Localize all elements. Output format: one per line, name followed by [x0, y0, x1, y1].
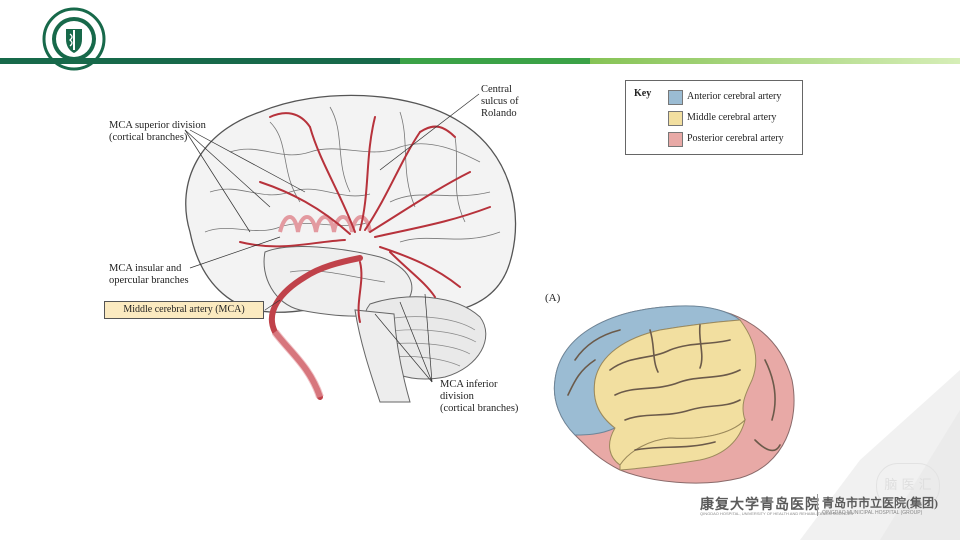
lateral-brain-illustration [184, 93, 517, 403]
key-label-middle: Middle cerebral artery [687, 112, 777, 123]
label-sulcus-line2: sulcus of [481, 96, 519, 107]
header-band-mid [400, 58, 590, 64]
footer-hospital-group: 青岛市市立医院(集团) [822, 496, 938, 510]
label-central-sulcus: Central sulcus of Rolando [481, 84, 519, 120]
label-inferior-line1: MCA inferior [440, 379, 498, 390]
territory-key: Key Anterior cerebral artery Middle cere… [625, 80, 803, 155]
key-title: Key [634, 88, 652, 99]
territory-brain-map [553, 305, 795, 484]
label-inferior-division: MCA inferior division (cortical branches… [440, 379, 518, 415]
hospital-logo-icon [42, 7, 106, 71]
swatch-middle [668, 111, 683, 126]
footer-divider [817, 494, 818, 516]
swatch-posterior [668, 132, 683, 147]
label-inferior-line3: (cortical branches) [440, 403, 519, 414]
swatch-anterior [668, 90, 683, 105]
panel-label: (A) [545, 292, 561, 304]
label-sulcus-line3: Rolando [481, 108, 517, 119]
footer-hospital-subtitle: QINGDAO HOSPITAL, UNIVERSITY OF HEALTH A… [700, 511, 854, 516]
label-superior-line1: MCA superior division [109, 120, 206, 131]
header-band-light [590, 58, 960, 64]
label-superior-division: MCA superior division (cortical branches… [109, 120, 206, 144]
label-superior-line2: (cortical branches) [109, 132, 188, 143]
label-middle-cerebral-artery: Middle cerebral artery (MCA) [104, 301, 264, 319]
footer-hospital-name: 康复大学青岛医院 [700, 498, 820, 513]
label-insular-line1: MCA insular and [109, 263, 182, 274]
header-band-dark [0, 58, 400, 64]
label-insular-line2: opercular branches [109, 275, 189, 286]
key-label-posterior: Posterior cerebral artery [687, 133, 784, 144]
label-inferior-line2: division [440, 391, 474, 402]
footer-hospital-group-subtitle: QINGDAO MUNICIPAL HOSPITAL (GROUP) [822, 510, 923, 516]
label-sulcus-line1: Central [481, 84, 512, 95]
watermark-text: 脑 医 汇 [876, 463, 940, 509]
key-label-anterior: Anterior cerebral artery [687, 91, 782, 102]
label-insular-branches: MCA insular and opercular branches [109, 263, 189, 287]
